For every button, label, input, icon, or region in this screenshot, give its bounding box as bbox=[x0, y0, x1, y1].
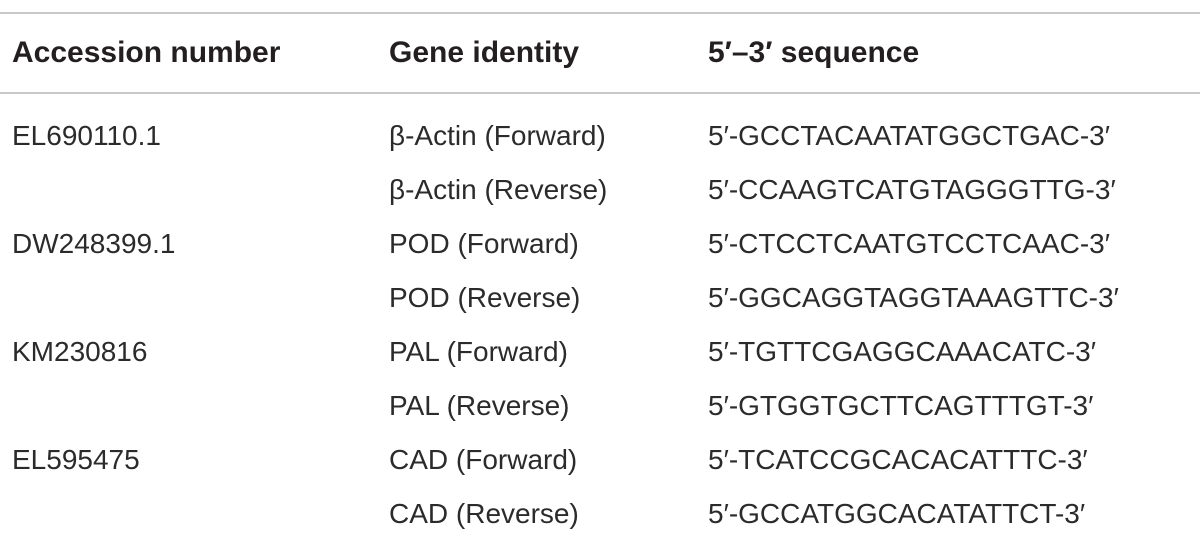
table-row: POD (Reverse) 5′-GGCAGGTAGGTAAAGTTC-3′ bbox=[0, 272, 1200, 326]
table-header-row: Accession number Gene identity 5′–3′ seq… bbox=[0, 12, 1200, 92]
sequence-cell: 5′-GTGGTGCTTCAGTTTGT-3′ bbox=[708, 390, 1094, 421]
gene-cell: PAL (Forward) bbox=[389, 336, 568, 367]
table-body: EL690110.1 β-Actin (Forward) 5′-GCCTACAA… bbox=[0, 110, 1200, 542]
sequence-cell: 5′-CTCCTCAATGTCCTCAAC-3′ bbox=[708, 228, 1110, 259]
gene-cell: β-Actin (Forward) bbox=[389, 120, 606, 151]
sequence-cell: 5′-TGTTCGAGGCAAACATC-3′ bbox=[708, 336, 1097, 367]
accession-cell: DW248399.1 bbox=[12, 228, 176, 259]
sequence-cell: 5′-TCATCCGCACACATTTC-3′ bbox=[708, 444, 1088, 475]
header-accession-number: Accession number bbox=[12, 36, 281, 69]
table-row: KM230816 PAL (Forward) 5′-TGTTCGAGGCAAAC… bbox=[0, 326, 1200, 380]
gene-cell: CAD (Forward) bbox=[389, 444, 578, 475]
header-gene-identity: Gene identity bbox=[389, 36, 580, 69]
table-row: DW248399.1 POD (Forward) 5′-CTCCTCAATGTC… bbox=[0, 218, 1200, 272]
accession-cell: EL690110.1 bbox=[12, 120, 161, 151]
table-row: CAD (Reverse) 5′-GCCATGGCACATATTCT-3′ bbox=[0, 488, 1200, 542]
sequence-cell: 5′-GCCTACAATATGGCTGAC-3′ bbox=[708, 120, 1110, 151]
sequence-cell: 5′-GGCAGGTAGGTAAAGTTC-3′ bbox=[708, 282, 1119, 313]
header-sequence: 5′–3′ sequence bbox=[708, 36, 920, 69]
accession-cell: KM230816 bbox=[12, 336, 148, 367]
gene-cell: β-Actin (Reverse) bbox=[389, 174, 608, 205]
table-row: EL690110.1 β-Actin (Forward) 5′-GCCTACAA… bbox=[0, 110, 1200, 164]
gene-cell: CAD (Reverse) bbox=[389, 498, 579, 529]
table-row: PAL (Reverse) 5′-GTGGTGCTTCAGTTTGT-3′ bbox=[0, 380, 1200, 434]
gene-cell: PAL (Reverse) bbox=[389, 390, 570, 421]
accession-cell: EL595475 bbox=[12, 444, 140, 475]
table-row: EL595475 CAD (Forward) 5′-TCATCCGCACACAT… bbox=[0, 434, 1200, 488]
table-row: β-Actin (Reverse) 5′-CCAAGTCATGTAGGGTTG-… bbox=[0, 164, 1200, 218]
gene-cell: POD (Forward) bbox=[389, 228, 579, 259]
sequence-cell: 5′-GCCATGGCACATATTCT-3′ bbox=[708, 498, 1086, 529]
table-header-rule bbox=[0, 92, 1200, 94]
sequence-cell: 5′-CCAAGTCATGTAGGGTTG-3′ bbox=[708, 174, 1116, 205]
gene-cell: POD (Reverse) bbox=[389, 282, 581, 313]
table-top-rule bbox=[0, 12, 1200, 14]
